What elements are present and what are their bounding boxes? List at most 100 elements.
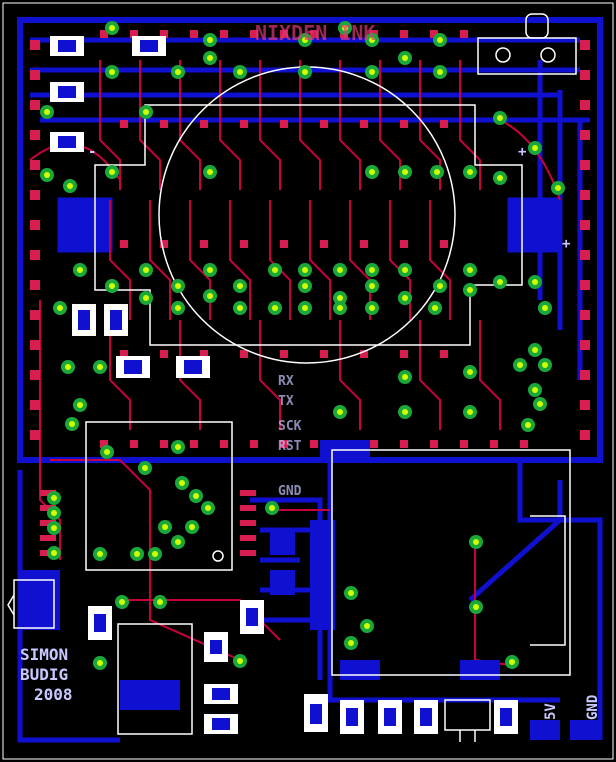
header-label-gnd: GND — [278, 484, 302, 499]
via-hole — [525, 422, 531, 428]
via-hole — [364, 623, 370, 629]
credit-line-1: SIMON — [20, 645, 68, 664]
via-hole — [337, 409, 343, 415]
via-hole — [348, 590, 354, 596]
via-hole — [302, 283, 308, 289]
via-hole — [337, 295, 343, 301]
via-hole — [157, 599, 163, 605]
via-hole — [207, 169, 213, 175]
via-hole — [532, 387, 538, 393]
smd-pads — [30, 30, 590, 556]
via-hole — [369, 283, 375, 289]
via-hole — [369, 305, 375, 311]
via-hole — [509, 659, 515, 665]
via-hole — [207, 55, 213, 61]
via-hole — [237, 69, 243, 75]
via-hole — [337, 267, 343, 273]
via-hole — [67, 183, 73, 189]
via-hole — [97, 364, 103, 370]
header-label-rst: RST — [278, 439, 302, 454]
via-hole — [143, 109, 149, 115]
via-hole — [51, 550, 57, 556]
via-hole — [402, 267, 408, 273]
via-hole — [532, 145, 538, 151]
via-hole — [369, 169, 375, 175]
credit-line-3: 2008 — [34, 685, 73, 704]
via-hole — [532, 347, 538, 353]
via-hole — [537, 401, 543, 407]
via-hole — [532, 279, 538, 285]
via-hole — [437, 69, 443, 75]
via-hole — [175, 69, 181, 75]
via-hole — [109, 283, 115, 289]
header-label-rx: RX — [278, 374, 294, 389]
via-hole — [272, 267, 278, 273]
via-hole — [402, 55, 408, 61]
via-hole — [104, 449, 110, 455]
via-hole — [207, 293, 213, 299]
via-hole — [51, 525, 57, 531]
via-hole — [369, 69, 375, 75]
display-outline — [94, 104, 523, 346]
via-hole — [555, 185, 561, 191]
via-hole — [175, 539, 181, 545]
via-hole — [437, 37, 443, 43]
via-hole — [109, 169, 115, 175]
via-hole — [207, 37, 213, 43]
via-hole — [51, 495, 57, 501]
via-hole — [193, 493, 199, 499]
via-hole — [143, 267, 149, 273]
via-hole — [109, 69, 115, 75]
polarity-mark-1: + — [518, 144, 526, 160]
via-hole — [302, 305, 308, 311]
via-hole — [432, 305, 438, 311]
via-hole — [342, 25, 348, 31]
via-hole — [162, 524, 168, 530]
via-hole — [348, 640, 354, 646]
via-hole — [175, 283, 181, 289]
via-hole — [189, 524, 195, 530]
via-hole — [369, 37, 375, 43]
via-hole — [302, 37, 308, 43]
via-hole — [237, 305, 243, 311]
via-hole — [175, 444, 181, 450]
power-label-gnd: GND — [585, 695, 601, 720]
via-hole — [542, 305, 548, 311]
via-hole — [119, 599, 125, 605]
via-hole — [77, 267, 83, 273]
via-hole — [143, 295, 149, 301]
polarity-mark-3: - — [88, 144, 96, 160]
via-hole — [205, 505, 211, 511]
header-label-tx: TX — [278, 394, 294, 409]
via-hole — [467, 369, 473, 375]
via-hole — [237, 283, 243, 289]
board-title-label: NIXDEN INK — [255, 21, 375, 45]
regulator-outline — [117, 623, 193, 735]
via-hole — [44, 109, 50, 115]
via-hole — [542, 362, 548, 368]
via-hole — [337, 305, 343, 311]
header-label-sck: SCK — [278, 419, 302, 434]
mcu-outline — [85, 421, 233, 571]
via-hole — [437, 283, 443, 289]
via-hole — [497, 279, 503, 285]
via-hole — [44, 172, 50, 178]
via-hole — [57, 305, 63, 311]
credit-line-2: BUDIG — [20, 665, 68, 684]
via-hole — [467, 287, 473, 293]
via-hole — [109, 25, 115, 31]
via-hole — [272, 305, 278, 311]
via-hole — [69, 421, 75, 427]
via-hole — [237, 658, 243, 664]
via-hole — [402, 169, 408, 175]
via-hole — [302, 69, 308, 75]
switch-outline — [477, 37, 577, 75]
via-hole — [369, 267, 375, 273]
via-hole — [97, 551, 103, 557]
via-hole — [467, 169, 473, 175]
polarity-mark-2: + — [562, 236, 570, 252]
via-hole — [467, 267, 473, 273]
via-hole — [134, 551, 140, 557]
